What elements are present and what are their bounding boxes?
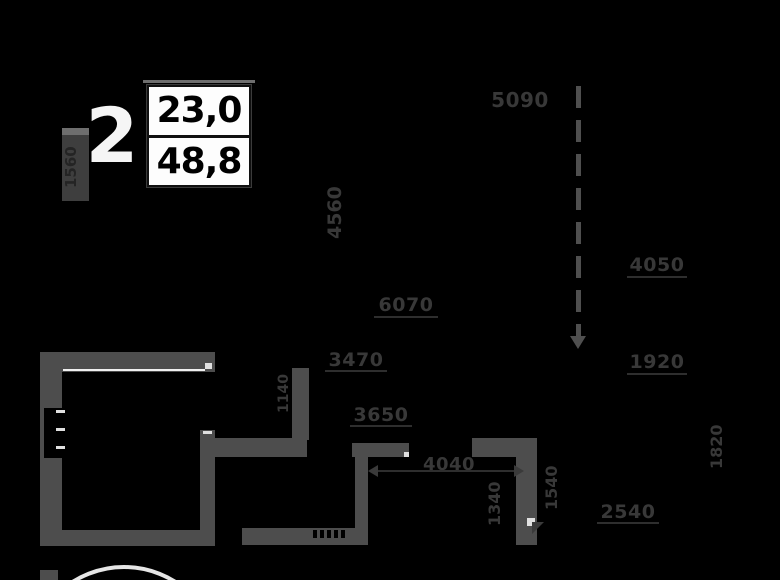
door-jamb (40, 570, 58, 580)
axis-arrow-down-icon (570, 336, 586, 349)
legend-area-top: 23,0 (149, 87, 249, 135)
wall-mid-vertical (355, 457, 368, 528)
wall-hatch-1 (313, 530, 317, 538)
wall-top (40, 352, 215, 372)
dim-arrow-left-icon (368, 465, 378, 477)
wall-stub-topleft (62, 128, 89, 201)
wall-top-inner-edge (63, 369, 205, 371)
dim-mid-2: 3470 (328, 349, 384, 371)
wall-hall-top-b (352, 443, 409, 457)
dim-top-width: 5090 (491, 88, 549, 112)
dim-bottom-right-line (597, 522, 659, 524)
wall-hall-top-a (215, 438, 307, 457)
dim-corner-arrow-icon (532, 522, 544, 534)
dim-stub-vertical: 1560 (62, 146, 80, 188)
dim-room-vertical: 4560 (324, 186, 346, 240)
dim-right-lower: 1920 (629, 351, 685, 373)
wall-stub-cap (62, 128, 89, 135)
dim-right-upper: 4050 (629, 254, 685, 276)
wall-bottom-left (40, 530, 213, 546)
dim-right-wall-vertical: 1540 (542, 465, 561, 511)
dim-arrow-right-icon (514, 465, 524, 477)
dim-hall-right-vertical: 1340 (485, 481, 504, 527)
wall-notch-right (527, 518, 535, 526)
dim-hall-line (376, 470, 516, 472)
wall-hatch-2 (320, 530, 324, 538)
wall-notch-divider (203, 431, 212, 434)
window-opening (44, 408, 62, 458)
axis-dashed-line (576, 86, 581, 336)
dim-frag-vertical: 1140 (276, 374, 292, 414)
dim-right-lower-line (627, 373, 687, 375)
legend-top-line (143, 80, 255, 83)
wall-notch-top-right (205, 363, 212, 369)
dim-bottom-right: 2540 (600, 501, 656, 523)
wall-mid-bottom (242, 528, 368, 545)
dim-far-right-vertical: 1820 (707, 424, 726, 470)
legend-box: 23,0 48,8 (146, 84, 252, 188)
wall-hatch-5 (341, 530, 345, 538)
dim-right-upper-line (627, 276, 687, 278)
window-tick-1 (56, 410, 65, 413)
dim-mid-1: 6070 (378, 294, 434, 316)
window-tick-2 (56, 428, 65, 431)
dim-mid-2-line (325, 370, 387, 372)
wall-hatch-3 (327, 530, 331, 538)
wall-divider-vertical (200, 430, 215, 546)
legend-area-bottom: 48,8 (149, 137, 249, 185)
dim-mid-3-line (350, 425, 412, 427)
wall-fragment-vertical (292, 368, 309, 440)
dim-hall-width: 4040 (422, 454, 476, 475)
window-tick-3 (56, 446, 65, 449)
dim-mid-1-line (374, 316, 438, 318)
wall-notch-b (404, 452, 409, 457)
dim-mid-3: 3650 (353, 404, 409, 426)
apartment-number: 2 (85, 91, 139, 180)
wall-hatch-4 (334, 530, 338, 538)
